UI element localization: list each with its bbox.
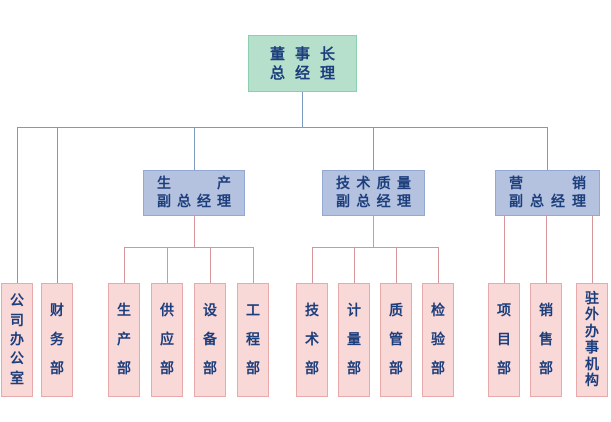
dept-box-supply: 供应部 [151,283,183,397]
vp-box-marketing: 营销 副总经理 [495,170,600,216]
connector-branch2-drop-3 [396,247,397,283]
connector-drop-vp2 [373,127,374,170]
connector-branch1-drop-1 [124,247,125,283]
dept-box-company-office: 公司办公室 [1,283,33,397]
vp-marketing-line2: 副总经理 [509,193,586,210]
vp-tech-quality-line2: 副总经理 [336,193,411,210]
connector-branch3-drop-3 [592,216,593,283]
connector-branch1-stem [194,216,195,247]
dept-box-equipment: 设备部 [194,283,226,397]
connector-drop-vp1 [194,127,195,170]
dept-box-overseas-offices: 驻外办事机构 [576,283,608,397]
root-box-chairman-gm: 董事长 总经理 [248,35,357,92]
connector-branch1-drop-2 [167,247,168,283]
dept-box-technology: 技术部 [296,283,328,397]
connector-drop-finance [57,127,58,283]
connector-drop-vp3 [547,127,548,170]
root-title-line1: 董事长 [269,44,336,63]
connector-branch2-bus [312,247,439,248]
connector-branch3-drop-1 [504,216,505,283]
vp-production-line1: 生产 [157,176,231,193]
dept-box-engineering: 工程部 [237,283,269,397]
dept-box-finance: 财务部 [41,283,73,397]
connector-root-stem [302,92,303,127]
connector-branch2-drop-2 [354,247,355,283]
vp-box-tech-quality: 技术质量 副总经理 [322,170,425,216]
vp-tech-quality-line1: 技术质量 [336,176,411,193]
dept-box-production: 生产部 [108,283,140,397]
dept-box-project: 项目部 [488,283,520,397]
dept-box-metrology: 计量部 [338,283,370,397]
connector-branch1-drop-4 [253,247,254,283]
connector-branch2-drop-4 [438,247,439,283]
connector-branch2-stem [373,216,374,247]
connector-main-bus [17,127,548,128]
connector-branch1-drop-3 [210,247,211,283]
connector-branch3-drop-2 [546,216,547,283]
connector-branch1-bus [124,247,254,248]
vp-box-production: 生产 副总经理 [143,170,245,216]
root-title-line2: 总经理 [269,63,336,82]
vp-marketing-line1: 营销 [509,176,586,193]
dept-box-sales: 销售部 [530,283,562,397]
connector-drop-office [17,127,18,283]
vp-production-line2: 副总经理 [157,193,231,210]
connector-branch2-drop-1 [312,247,313,283]
dept-box-quality-control: 质管部 [380,283,412,397]
dept-box-inspection: 检验部 [422,283,454,397]
